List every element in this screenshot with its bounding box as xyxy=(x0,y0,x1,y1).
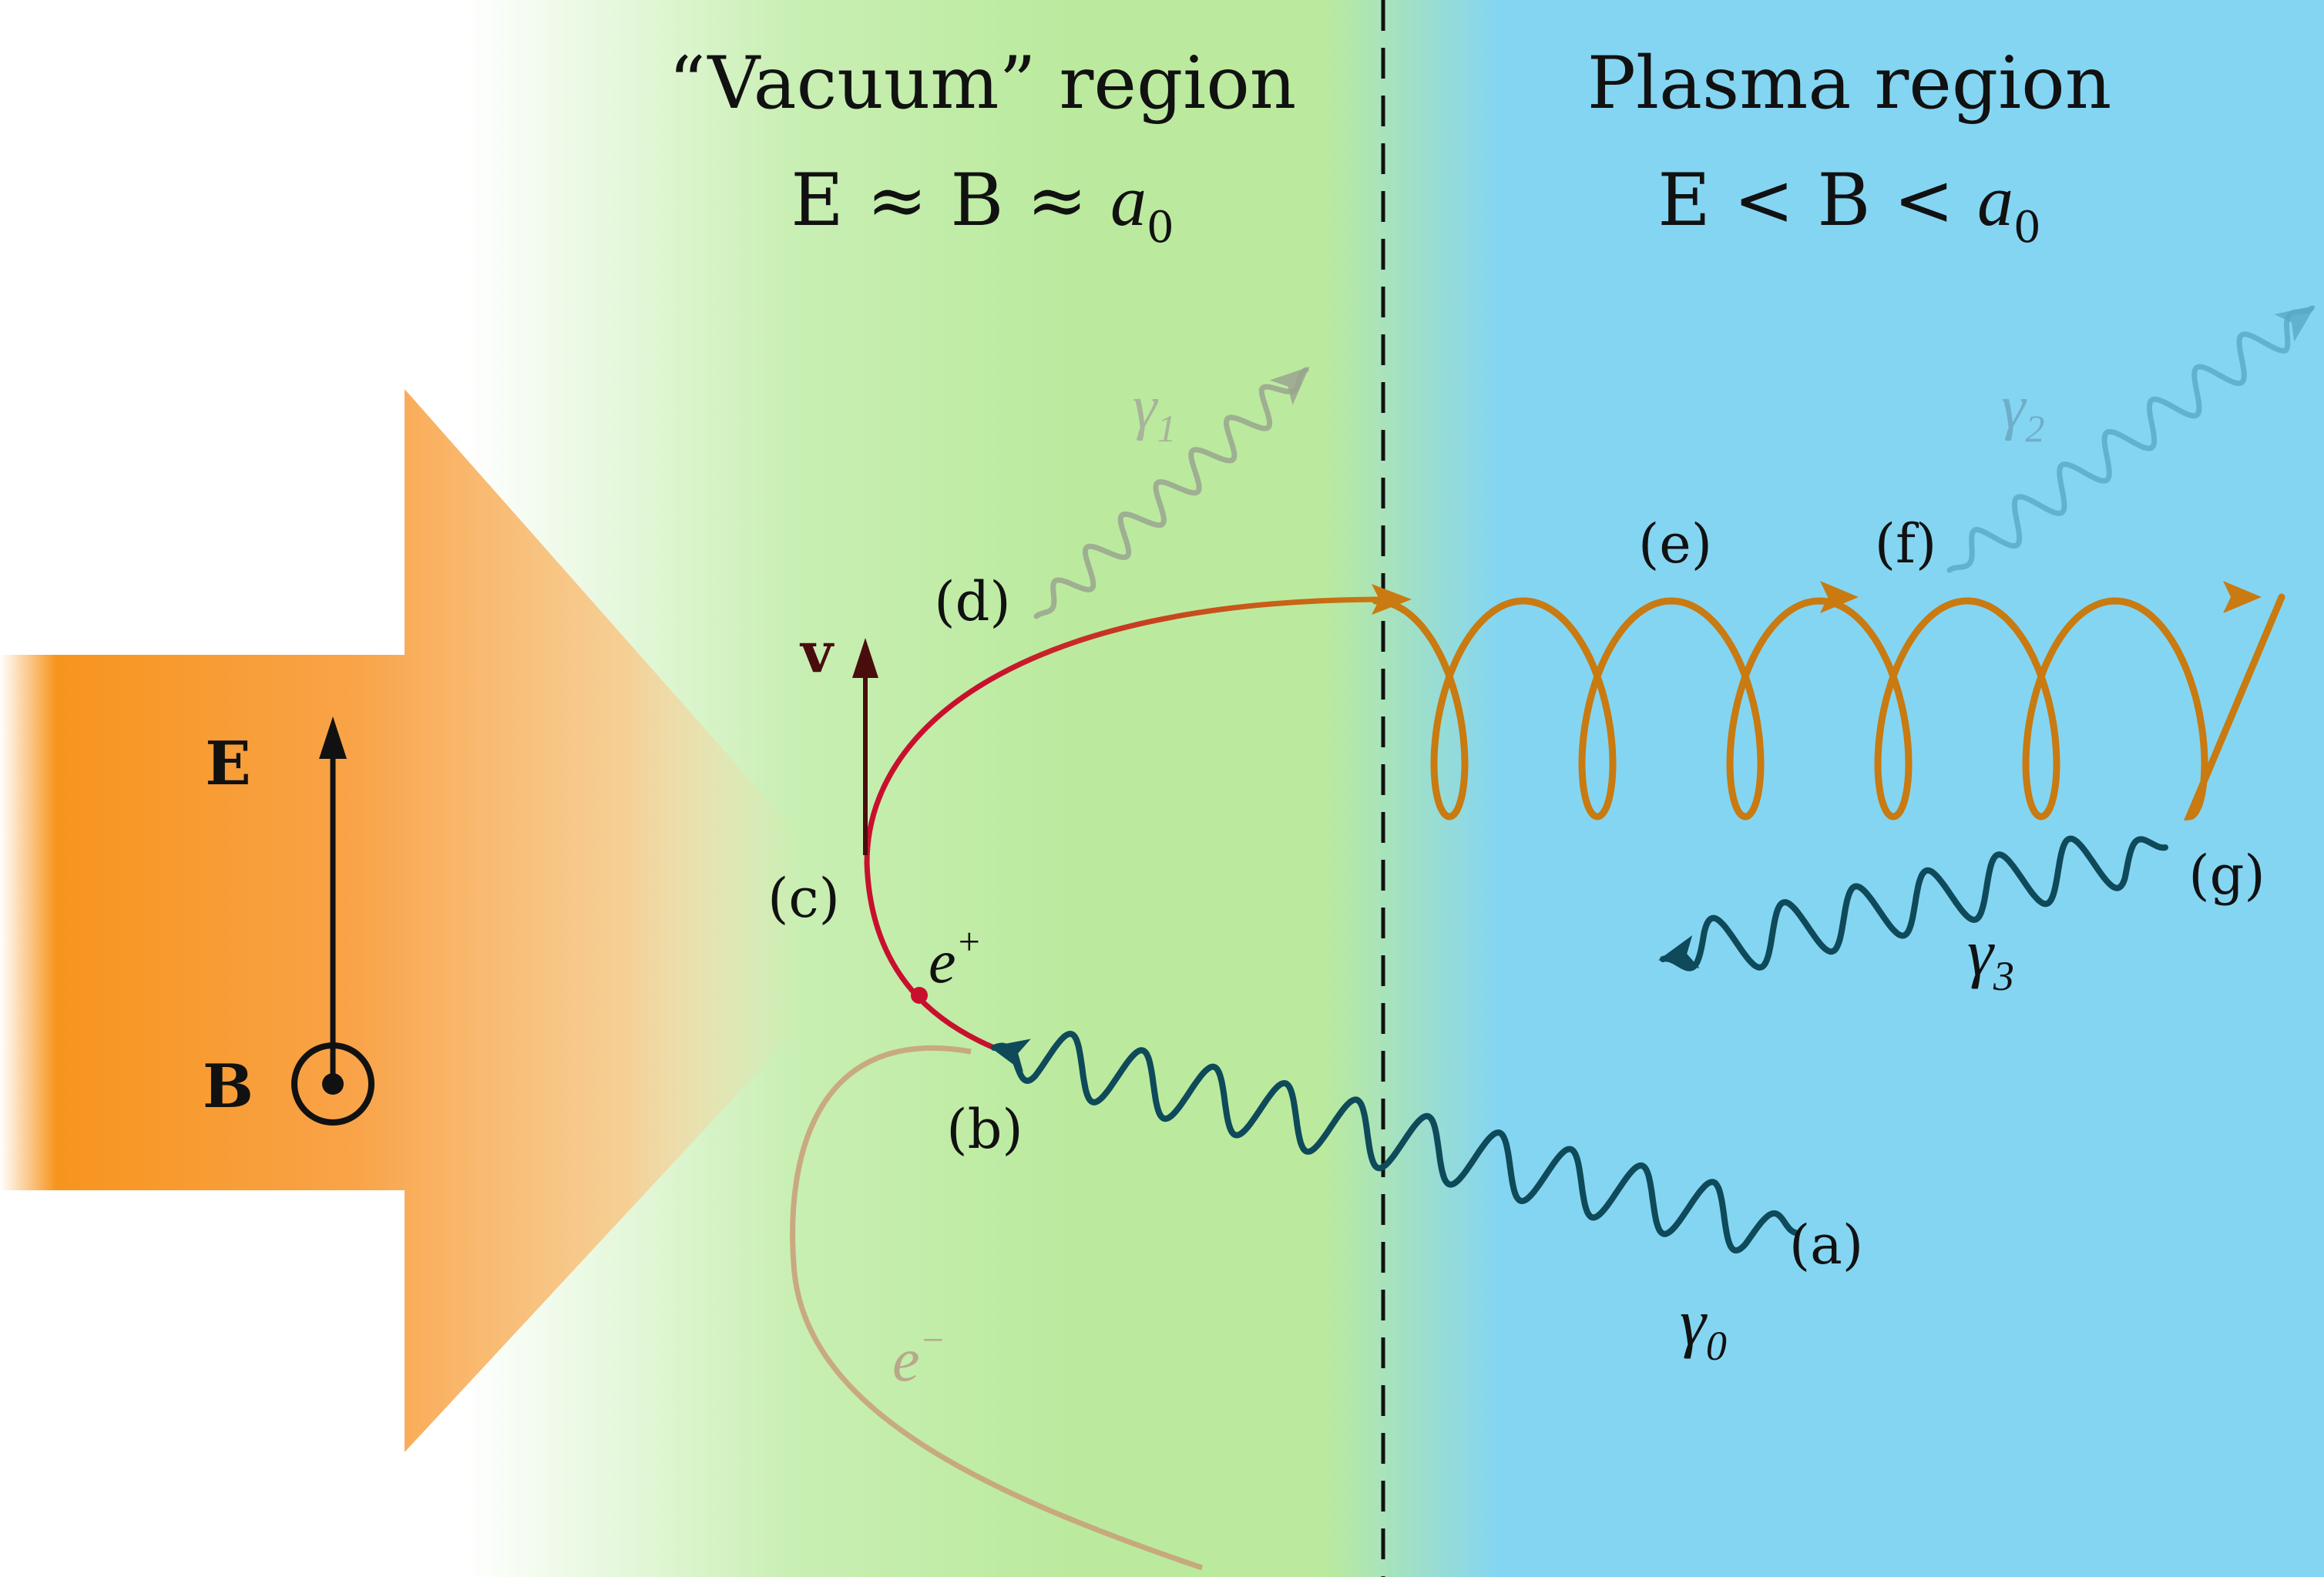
point-label-d: (d) xyxy=(934,570,1010,633)
spiral-arrowhead-1 xyxy=(1820,581,1859,613)
positron-trajectory xyxy=(864,596,1380,1051)
photon-gamma2-arrowhead xyxy=(2274,305,2316,342)
laser-field-e-label: E xyxy=(205,729,250,799)
point-label-g: (g) xyxy=(2188,844,2265,907)
e-field-arrowhead xyxy=(319,716,347,759)
point-label-a: (a) xyxy=(1789,1213,1863,1277)
photon-group xyxy=(989,305,2316,1254)
photon-gamma1-wave xyxy=(1033,367,1309,619)
velocity-arrowhead xyxy=(852,638,878,678)
plasma-region-condition: E < B < a0 xyxy=(1657,159,2040,253)
photon-gamma2-wave xyxy=(1946,305,2315,573)
photon-gamma3-wave xyxy=(1660,835,2168,971)
photon-gamma0-label: γ0 xyxy=(1680,1285,1727,1369)
point-label-e: (e) xyxy=(1638,512,1712,575)
photon-gamma0-arrowhead xyxy=(989,1038,1031,1072)
photon-gamma2-label: γ2 xyxy=(2001,374,2045,450)
b-field-out-of-page-icon xyxy=(291,1042,374,1126)
photon-gamma1-arrowhead xyxy=(1269,367,1310,405)
photon-gamma3-arrowhead xyxy=(1658,935,1700,968)
pair-creation-point xyxy=(911,987,928,1004)
point-label-f: (f) xyxy=(1875,512,1937,575)
positron-trajectory-arrowhead xyxy=(1372,584,1412,615)
vacuum-region-condition: E ≈ B ≈ a0 xyxy=(791,159,1174,253)
positron-gyration-spiral xyxy=(1372,593,2285,821)
laser-pulse-arrow xyxy=(0,389,886,1452)
spiral-arrowhead-2 xyxy=(2223,581,2262,613)
point-label-c: (c) xyxy=(767,867,840,930)
vacuum-region-title: “Vacuum” region xyxy=(669,42,1297,126)
b-field-dot-icon xyxy=(322,1073,344,1095)
electron-label: e− xyxy=(892,1318,945,1394)
photon-gamma3-label: γ3 xyxy=(1967,915,2014,999)
positron-label: e+ xyxy=(929,920,982,996)
point-label-b: (b) xyxy=(946,1098,1023,1161)
photon-gamma0-wave xyxy=(991,1030,1798,1254)
plasma-region-title: Plasma region xyxy=(1587,42,2112,126)
electron-trajectory xyxy=(790,1045,1204,1571)
laser-field-b-label: B xyxy=(203,1052,254,1122)
photon-gamma1-label: γ1 xyxy=(1133,374,1177,450)
velocity-label: v xyxy=(799,619,835,685)
